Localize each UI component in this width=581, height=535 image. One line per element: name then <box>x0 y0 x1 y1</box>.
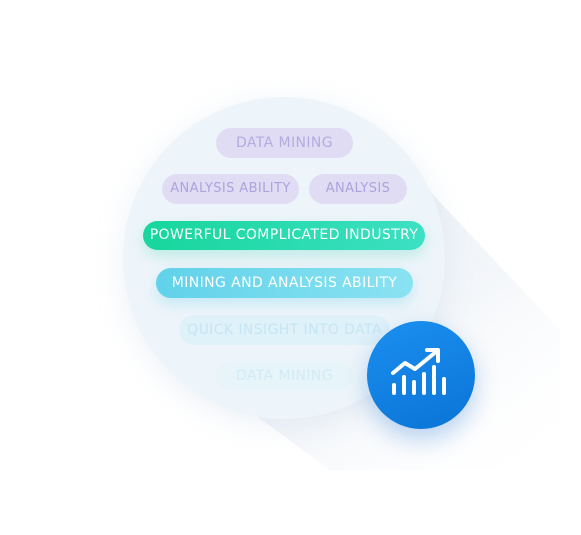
tag-data-mining: DATA MINING <box>216 128 353 158</box>
tag-data-mining-faded: DATA MINING <box>216 361 353 391</box>
tag-quick-insight-into-data: QUICK INSIGHT INTO DATA <box>179 315 390 345</box>
tag-analysis-ability: ANALYSIS ABILITY <box>162 174 299 204</box>
tag-powerful-complicated-industry: POWERFUL COMPLICATED INDUSTRY <box>143 221 425 250</box>
tag-mining-and-analysis-ability: MINING AND ANALYSIS ABILITY <box>156 268 413 298</box>
analytics-badge <box>367 321 475 429</box>
bar-chart-trend-icon <box>391 348 446 395</box>
tag-analysis: ANALYSIS <box>309 174 407 204</box>
